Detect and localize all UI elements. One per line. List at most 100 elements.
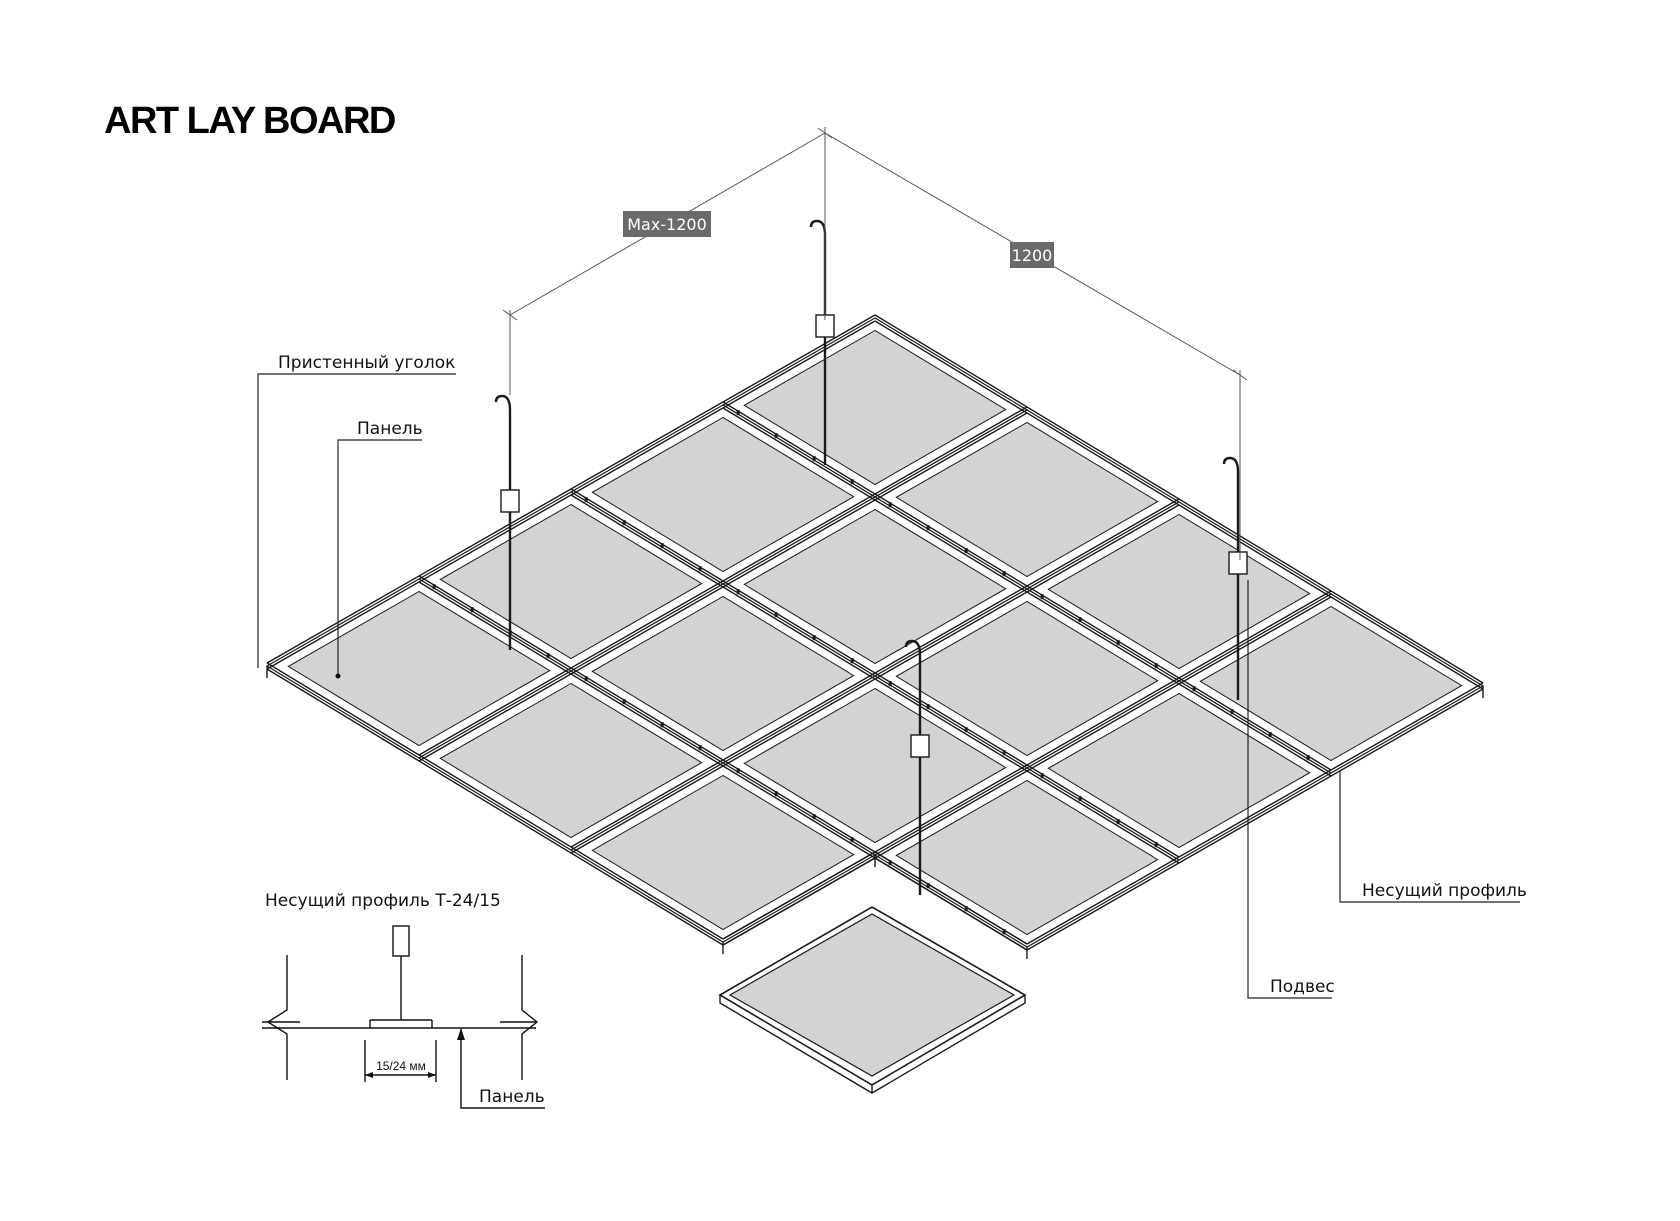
profile-slot xyxy=(964,548,968,554)
profile-slot xyxy=(774,612,778,618)
profile-slot xyxy=(622,520,626,526)
profile-slot xyxy=(1078,617,1082,623)
cross-profile xyxy=(418,412,1028,762)
hanger-clip xyxy=(1228,551,1248,575)
carrier-profile xyxy=(418,581,876,859)
profile-slot xyxy=(1040,773,1044,779)
carrier-profile xyxy=(874,851,1028,945)
panel xyxy=(1199,605,1463,762)
loose-panel xyxy=(718,906,1027,1094)
profile-slot xyxy=(1116,640,1120,646)
profile-slot xyxy=(850,479,854,485)
panel-arrow-icon xyxy=(457,1028,465,1040)
panel xyxy=(439,682,703,839)
callout-panel: Панель xyxy=(357,419,423,439)
wall-angle xyxy=(266,662,724,940)
section-width-label: 15/24 мм xyxy=(376,1059,426,1073)
profile-slot xyxy=(698,745,702,751)
hanger-clip xyxy=(910,734,930,758)
panel-callout-dot xyxy=(335,673,341,679)
profile-slot xyxy=(888,860,892,866)
panel xyxy=(743,329,1007,486)
callout-leaders xyxy=(257,373,1520,999)
section-panel-label: Панель xyxy=(479,1087,545,1107)
hanger-hook xyxy=(494,394,512,411)
profile-slot xyxy=(850,837,854,843)
profile-slot xyxy=(660,722,664,728)
profile-slot xyxy=(926,525,930,531)
hanger-hook xyxy=(1222,456,1240,473)
profile-slot xyxy=(926,883,930,889)
profile-slot xyxy=(736,768,740,774)
hanger-clip xyxy=(500,489,520,513)
profile-slot xyxy=(1154,842,1158,848)
dimension-max-label: Max-1200 xyxy=(623,211,711,237)
profile-slot xyxy=(1154,663,1158,669)
profile-slot xyxy=(812,456,816,462)
carrier-profile xyxy=(874,857,1028,951)
profile-slot xyxy=(698,566,702,572)
arrow-right-icon xyxy=(428,1072,436,1078)
ceiling-grid xyxy=(265,314,1485,959)
carrier-profile xyxy=(418,575,876,853)
dimension-max-text: Max-1200 xyxy=(627,215,707,234)
cross-profile xyxy=(722,857,876,946)
profile-slot xyxy=(584,497,588,503)
profile-slot xyxy=(1078,796,1082,802)
dimension-spacing-label: 1200 xyxy=(1010,242,1054,268)
profile-slot xyxy=(1116,819,1120,825)
profile-slot xyxy=(812,814,816,820)
panel xyxy=(591,774,855,931)
wall-angle xyxy=(266,314,876,664)
section-detail-title: Несущий профиль Т-24/15 xyxy=(265,891,501,911)
profile-slot xyxy=(964,727,968,733)
profile-slot xyxy=(964,906,968,912)
cross-profile xyxy=(722,851,876,940)
profile-slot xyxy=(774,791,778,797)
dimension-spacing-text: 1200 xyxy=(1012,246,1053,265)
profile-slot xyxy=(1268,732,1272,738)
profile-slot xyxy=(774,433,778,439)
hanger-hook xyxy=(904,639,922,656)
cross-profile xyxy=(570,504,1180,854)
profile-slot xyxy=(546,653,550,659)
profile-slot xyxy=(736,589,740,595)
panel xyxy=(591,595,855,752)
profile-slot xyxy=(660,543,664,549)
hanger-hook xyxy=(809,219,827,236)
panel xyxy=(895,600,1159,757)
panel xyxy=(1047,513,1311,670)
cross-profile xyxy=(418,406,1028,756)
profile-slot xyxy=(1230,709,1234,715)
profile-slot xyxy=(470,607,474,613)
profile-slot xyxy=(1002,571,1006,577)
wall-angle xyxy=(266,668,724,946)
callout-carrier-profile: Несущий профиль xyxy=(1362,881,1527,901)
panel xyxy=(591,416,855,573)
wall-angle xyxy=(1026,688,1484,951)
profile-slot xyxy=(1192,686,1196,692)
profile-slot xyxy=(812,635,816,641)
callout-wall-angle: Пристенный уголок xyxy=(278,353,455,373)
profile-slot xyxy=(1306,755,1310,761)
profile-slot xyxy=(926,704,930,710)
profile-slot xyxy=(1002,750,1006,756)
profile-slot xyxy=(888,681,892,687)
panel xyxy=(895,421,1159,578)
wall-angle xyxy=(1026,682,1484,945)
panel xyxy=(287,590,551,747)
callout-hanger: Подвес xyxy=(1270,977,1335,997)
profile-slot xyxy=(1002,929,1006,935)
panel xyxy=(743,687,1007,844)
panel xyxy=(439,503,703,660)
section-detail: Несущий профиль Т-24/15 15/24 мм Панель xyxy=(262,891,545,1109)
profile-slot xyxy=(432,584,436,590)
profile-slot xyxy=(736,410,740,416)
panel xyxy=(895,779,1159,936)
profile-slot xyxy=(850,658,854,664)
profile-slot xyxy=(622,699,626,705)
panel xyxy=(1047,692,1311,849)
profile-slot xyxy=(584,676,588,682)
wall-angle xyxy=(266,320,876,670)
